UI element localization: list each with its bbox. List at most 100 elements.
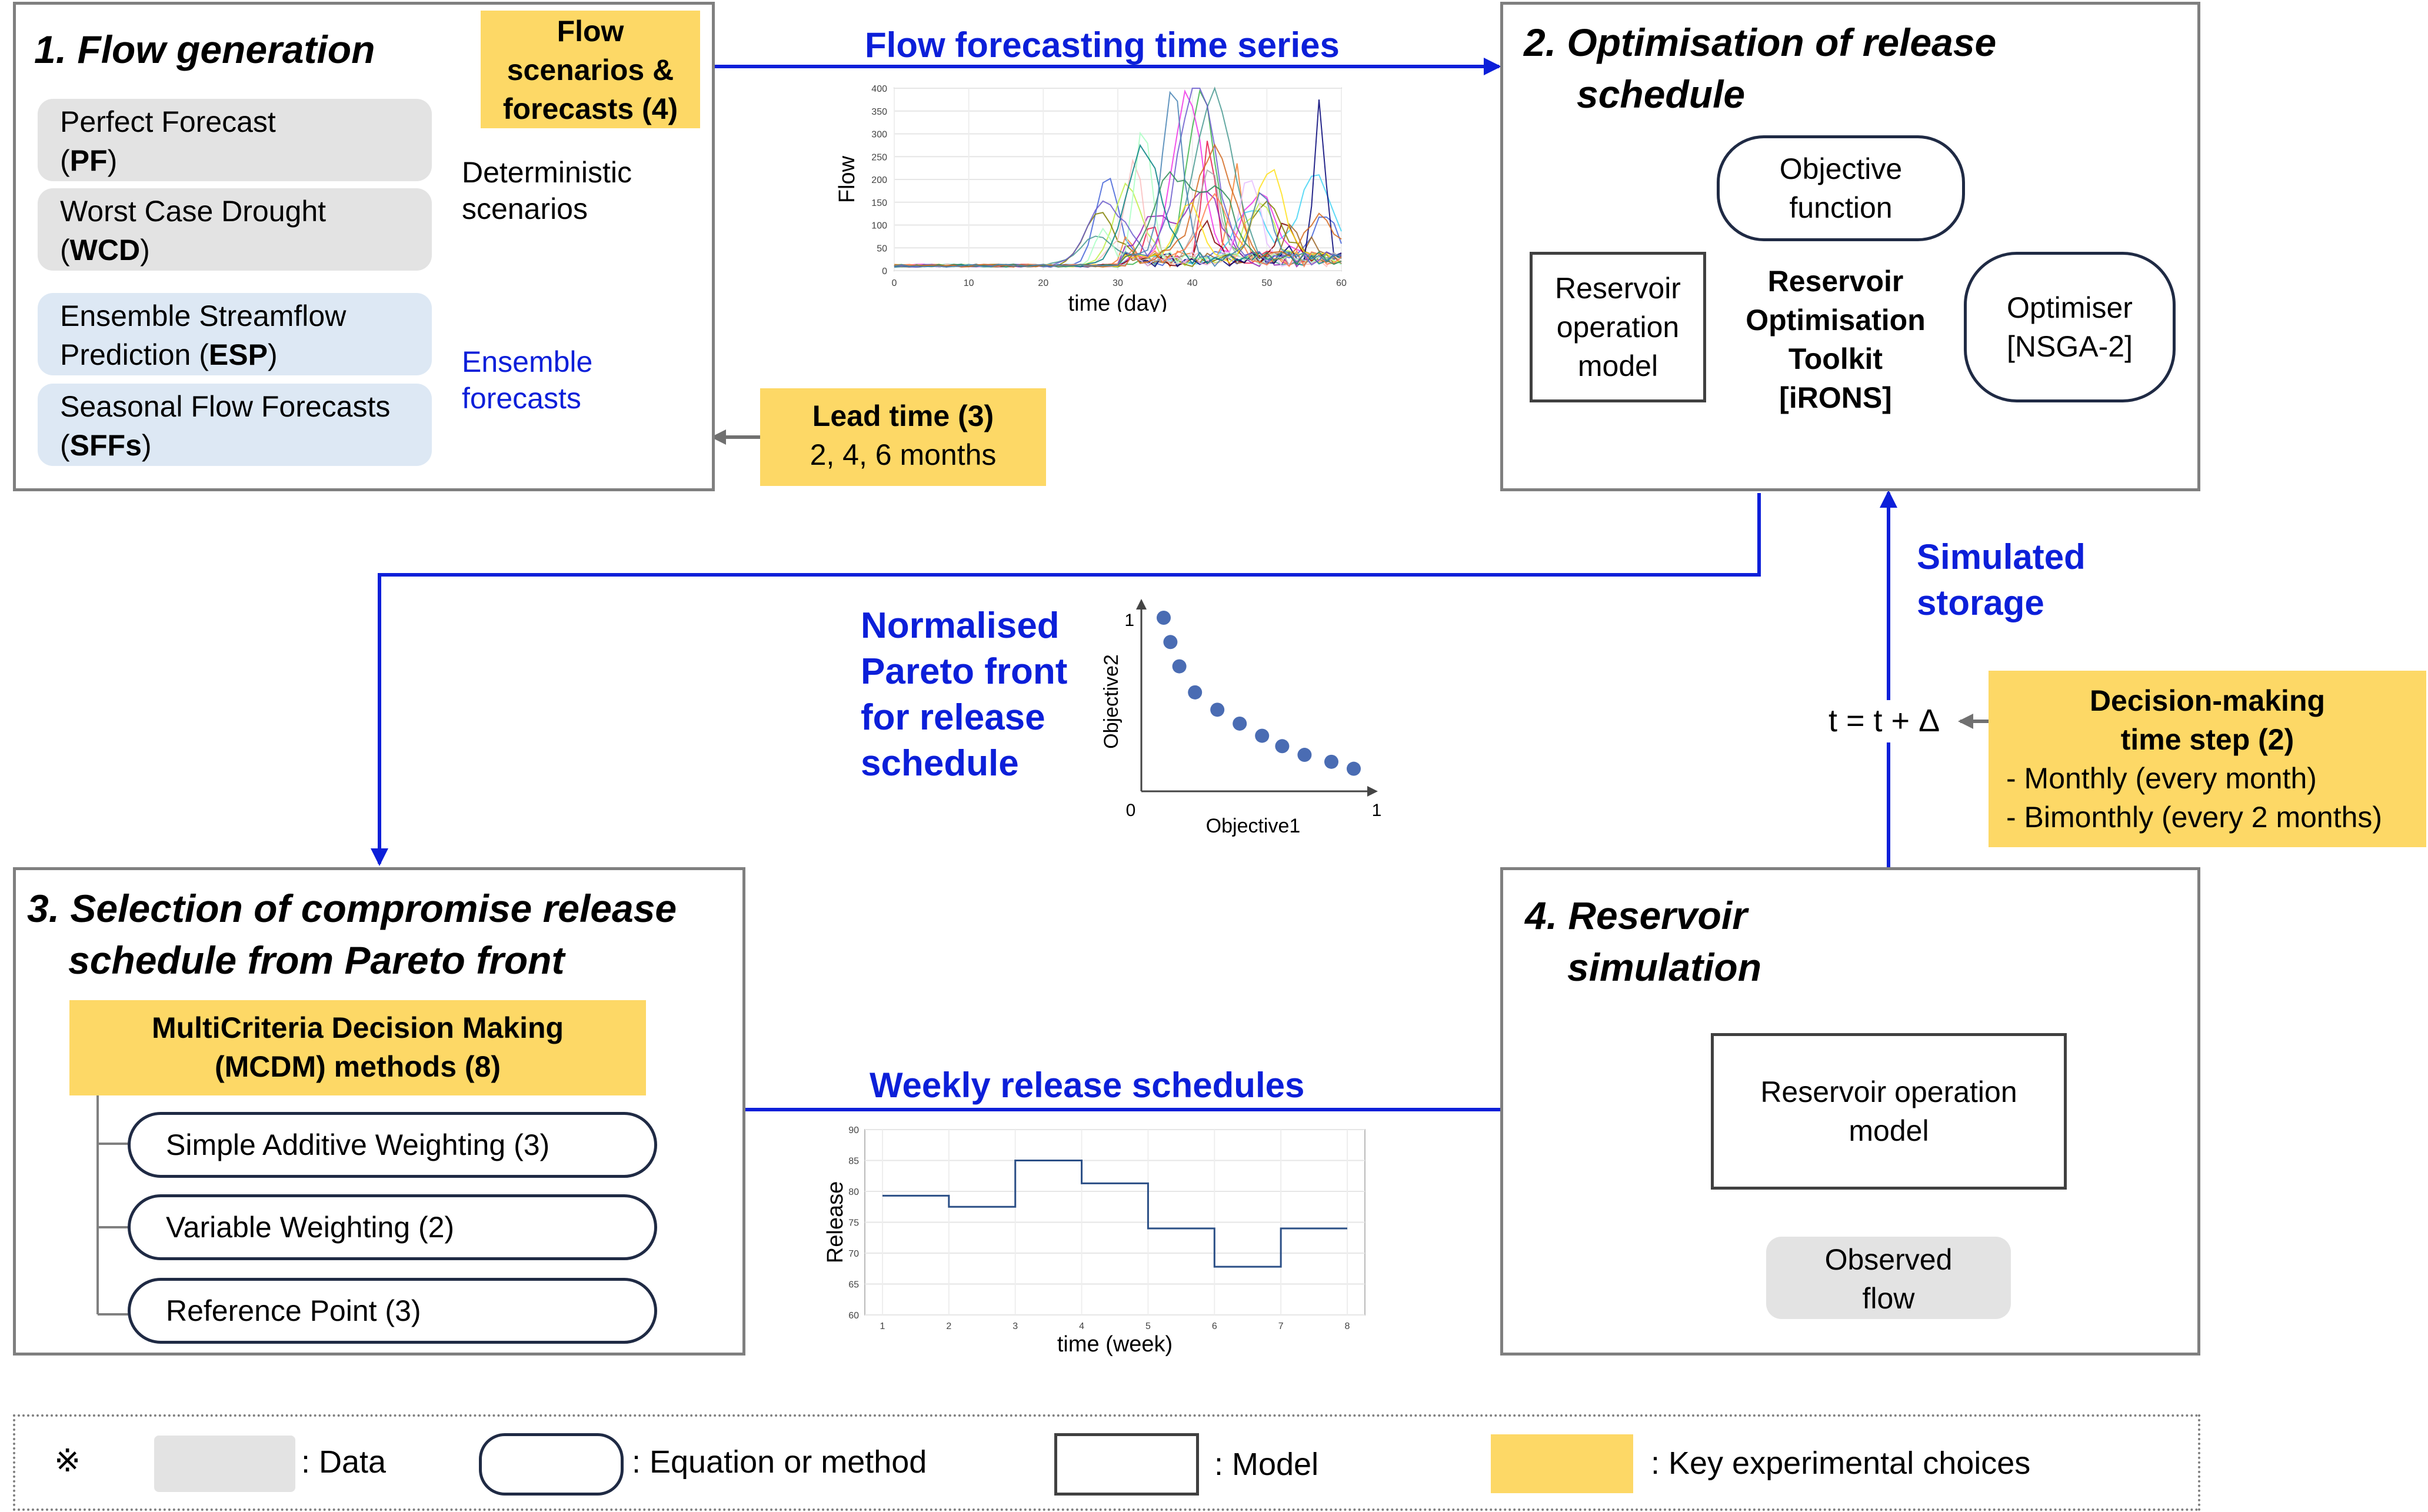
y-tick-label: 300 [871, 130, 887, 140]
pareto-point [1157, 611, 1171, 625]
variable-weighting-method: Variable Weighting (2) [128, 1194, 657, 1260]
data-label: Ensemble Streamflow [60, 299, 347, 332]
perfect-forecast-data: Perfect Forecast (PF) [38, 99, 432, 181]
lead-time-title: Lead time (3) [812, 399, 994, 432]
data-label: Perfect Forecast [60, 105, 276, 138]
legend-method-label: : Equation or method [632, 1444, 927, 1480]
legend-key-swatch [1491, 1434, 1633, 1493]
mcdm-key-choice: MultiCriteria Decision Making (MCDM) met… [69, 1000, 646, 1095]
reservoir-simulation-title: 4. Reservoir simulation [1525, 894, 1762, 989]
data-label: Worst Case Drought [60, 195, 327, 228]
y-tick-label: 50 [877, 244, 887, 254]
x-tick-label: 6 [1212, 1321, 1217, 1331]
time-step-option: - Bimonthly (every 2 months) [2006, 801, 2383, 834]
y-axis-label: Flow [835, 155, 860, 203]
x-axis-arrow [1367, 786, 1378, 797]
arrow-pareto [371, 493, 1761, 866]
x-tick-label: 4 [1079, 1321, 1084, 1331]
x-tick-label: 30 [1113, 278, 1123, 288]
y-tick-label: 90 [848, 1125, 859, 1135]
irons-toolkit-label: Reservoir Optimisation Toolkit [iRONS] [1746, 265, 1926, 414]
x-tick-label: 3 [1013, 1321, 1018, 1331]
flow-series-label: Flow forecasting time series [865, 25, 1340, 65]
y-axis-arrow [1136, 599, 1147, 610]
time-step-key-choice: Decision-making time step (2) - Monthly … [1989, 671, 2426, 847]
data-abbr: SFFs [69, 429, 142, 462]
pareto-point [1275, 739, 1290, 754]
x-tick-label: 8 [1345, 1321, 1350, 1331]
y-tick-label: 80 [848, 1187, 859, 1197]
x-tick-label: 50 [1261, 278, 1272, 288]
y-tick-label: 400 [871, 84, 887, 94]
time-step-option: - Monthly (every month) [2006, 762, 2317, 795]
y-tick-label: 150 [871, 198, 887, 208]
sff-data: Seasonal Flow Forecasts (SFFs) [38, 384, 432, 466]
optimisation-title: 2. Optimisation of release schedule [1524, 21, 1997, 116]
ensemble-label: Ensemble forecasts [462, 345, 593, 415]
y-tick-label: 65 [848, 1280, 859, 1290]
x-tick-label: 10 [964, 278, 974, 288]
pareto-point [1188, 685, 1203, 700]
y-tick-label: 70 [848, 1249, 859, 1259]
pareto-point [1172, 659, 1187, 674]
x-tick-label: 1 [880, 1321, 885, 1331]
esp-data: Ensemble Streamflow Prediction (ESP) [38, 293, 432, 375]
legend-box [13, 1414, 2200, 1511]
time-step-equation: t = t + Δ [1826, 701, 1943, 740]
x-tick-label: 7 [1278, 1321, 1284, 1331]
data-abbr: PF [69, 144, 108, 177]
pareto-point [1347, 761, 1361, 776]
legend-model-swatch [1054, 1433, 1199, 1496]
x-tick-label: 40 [1187, 278, 1198, 288]
pareto-point [1255, 728, 1270, 743]
method-tree-lines [96, 1095, 131, 1315]
y-tick-label: 200 [871, 175, 887, 185]
x-tick-label: 5 [1145, 1321, 1151, 1331]
y-tick-label: 250 [871, 152, 887, 162]
x-tick-label: 60 [1336, 278, 1347, 288]
pareto-point [1210, 702, 1225, 717]
simulated-storage-label: Simulated storage [1917, 537, 2086, 622]
y-tick-label: 0 [882, 267, 887, 277]
pareto-label: Normalised Pareto front for release sche… [861, 605, 1068, 784]
x-tick-label: 0 [1126, 801, 1136, 820]
legend-model-label: : Model [1214, 1447, 1319, 1482]
y-tick-label: 85 [848, 1157, 859, 1167]
legend-data-label: : Data [301, 1444, 387, 1480]
optimisation-panel [1500, 2, 2200, 491]
flow-scenarios-key-choice: Flow scenarios & forecasts (4) [481, 11, 700, 128]
flow-series-line [894, 91, 1342, 268]
legend-data-swatch [154, 1436, 295, 1492]
selection-panel [13, 867, 745, 1356]
weekly-label: Weekly release schedules [870, 1065, 1305, 1105]
y-tick-label: 60 [848, 1311, 859, 1321]
x-tick-label: 1 [1372, 801, 1382, 820]
x-axis-label: Objective1 [1206, 815, 1301, 837]
y-axis-label: Release [823, 1181, 848, 1263]
key-line: scenarios & [507, 54, 674, 86]
y-tick-label: 350 [871, 107, 887, 117]
pareto-point [1297, 748, 1312, 762]
x-tick-label: 0 [892, 278, 897, 288]
x-tick-label: 20 [1038, 278, 1048, 288]
selection-title: 3. Selection of compromise release sched… [27, 887, 677, 982]
pareto-point [1163, 635, 1178, 650]
y-axis-label: Objective2 [1100, 654, 1123, 749]
legend-key-label: : Key experimental choices [1651, 1446, 2031, 1481]
legend-symbol: ※ [54, 1443, 81, 1478]
data-label: Prediction [60, 338, 191, 371]
lead-time-key-choice: Lead time (3) 2, 4, 6 months [760, 388, 1046, 486]
data-abbr: ESP [208, 338, 268, 371]
data-label: Seasonal Flow Forecasts [60, 390, 391, 423]
x-axis-label: time (day) [1068, 291, 1168, 312]
y-tick-label: 1 [1124, 611, 1134, 630]
data-abbr: WCD [69, 234, 141, 267]
flow-generation-title: 1. Flow generation [34, 28, 375, 71]
pareto-point [1233, 716, 1247, 731]
